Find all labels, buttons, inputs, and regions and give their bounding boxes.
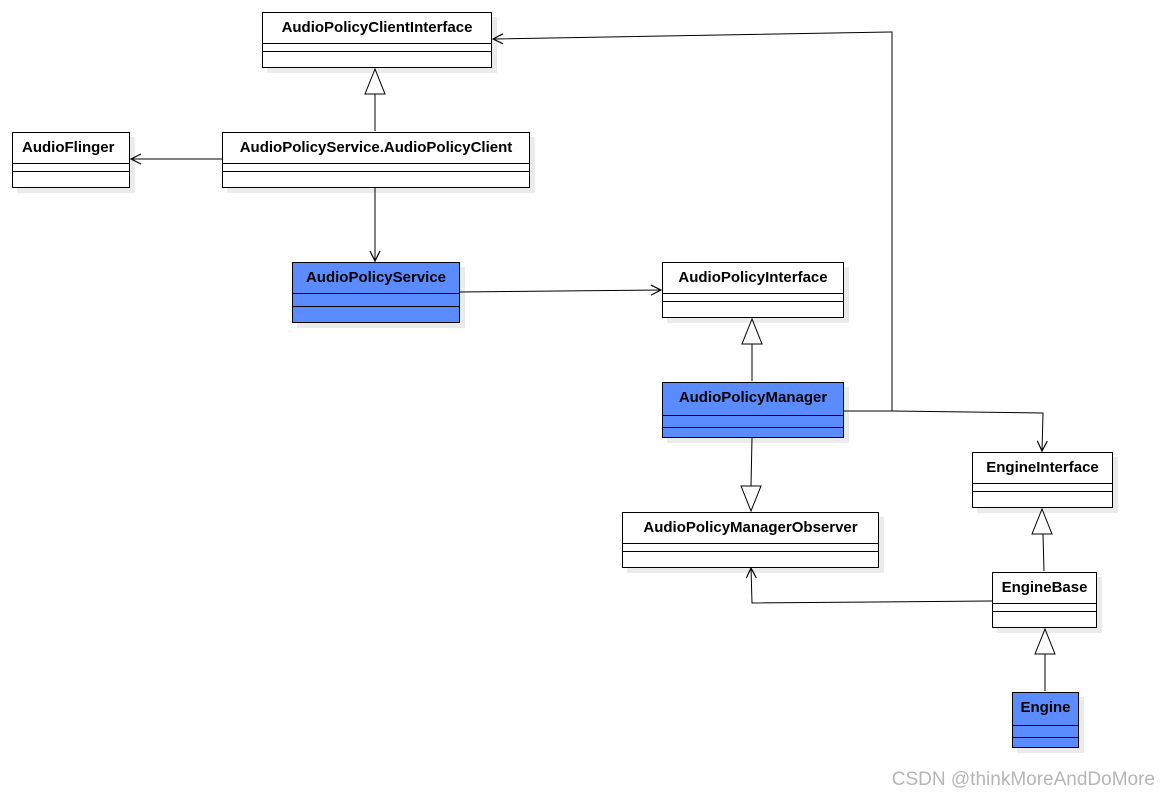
class-attributes-compartment	[623, 543, 878, 552]
class-engine[interactable]: Engine	[1012, 692, 1079, 748]
class-operations-compartment	[293, 306, 459, 322]
class-audio-flinger[interactable]: AudioFlinger	[12, 132, 130, 188]
class-operations-compartment	[993, 611, 1096, 627]
class-attributes-compartment	[223, 163, 529, 172]
class-name: EngineInterface	[986, 459, 1099, 476]
class-attributes-compartment	[293, 293, 459, 307]
class-audio-policy-manager-observer[interactable]: AudioPolicyManagerObserver	[622, 512, 879, 568]
edge-engine-inherits-enginebase	[1034, 627, 1056, 691]
class-audio-policy-manager[interactable]: AudioPolicyManager	[662, 382, 844, 438]
edge-enginebase-to-observer	[751, 568, 993, 604]
class-name: AudioPolicyService	[305, 269, 447, 286]
class-attributes-compartment	[263, 43, 491, 52]
class-name: AudioPolicyManagerObserver	[643, 519, 858, 536]
class-attributes-compartment	[663, 293, 843, 302]
class-audio-policy-service[interactable]: AudioPolicyService	[292, 262, 460, 323]
class-operations-compartment	[623, 551, 878, 567]
class-operations-compartment	[13, 171, 129, 187]
edge-manager-to-client-interface	[493, 31, 893, 412]
class-operations-compartment	[973, 491, 1112, 507]
class-attributes-compartment	[13, 163, 129, 172]
class-name: AudioPolicyInterface	[678, 269, 828, 286]
class-name: AudioPolicyClientInterface	[281, 19, 473, 36]
class-engine-interface[interactable]: EngineInterface	[972, 452, 1113, 508]
edge-service-to-policy-interface	[459, 290, 661, 292]
edge-manager-inherits-observer	[740, 437, 762, 513]
edge-client-inherits-client-interface	[364, 67, 386, 131]
class-operations-compartment	[663, 301, 843, 317]
edge-manager-to-engine-interface	[891, 410, 1043, 451]
class-audio-policy-client-interface[interactable]: AudioPolicyClientInterface	[262, 12, 492, 68]
class-name: AudioPolicyService.AudioPolicyClient	[239, 139, 513, 156]
class-operations-compartment	[223, 171, 529, 187]
class-attributes-compartment	[1013, 725, 1078, 734]
class-name: EngineBase	[1001, 579, 1088, 596]
class-operations-compartment	[263, 51, 491, 67]
class-audio-policy-interface[interactable]: AudioPolicyInterface	[662, 262, 844, 318]
class-name: AudioFlinger	[22, 139, 115, 156]
class-attributes-compartment	[663, 415, 843, 424]
class-audio-policy-client[interactable]: AudioPolicyService.AudioPolicyClient	[222, 132, 530, 188]
class-engine-base[interactable]: EngineBase	[992, 572, 1097, 628]
class-operations-compartment	[663, 427, 843, 437]
class-name: Engine	[1020, 699, 1071, 716]
class-attributes-compartment	[993, 603, 1096, 612]
edge-enginebase-inherits-engine-interface	[1031, 507, 1053, 572]
class-name: AudioPolicyManager	[678, 389, 828, 406]
edge-manager-inherits-policy-interface	[741, 317, 763, 381]
class-attributes-compartment	[973, 483, 1112, 492]
watermark: CSDN @thinkMoreAndDoMore	[891, 769, 1155, 790]
class-operations-compartment	[1013, 737, 1078, 747]
